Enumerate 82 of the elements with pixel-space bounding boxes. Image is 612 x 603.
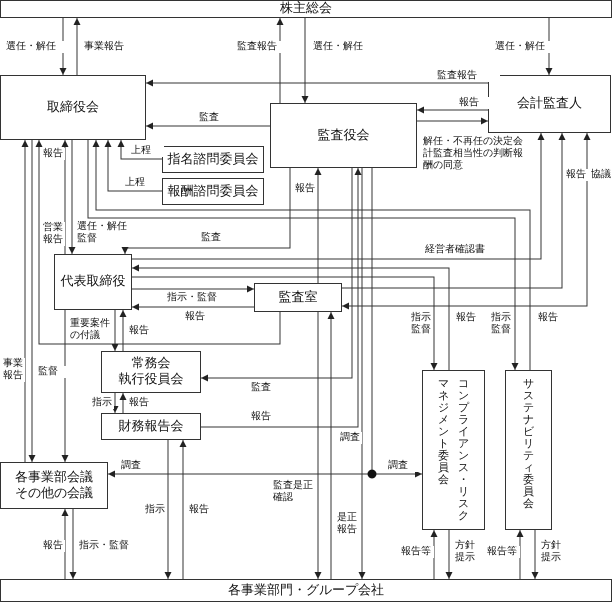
arrow xyxy=(36,140,280,344)
edge-label: 重要案件の付議 xyxy=(69,318,113,342)
arrow xyxy=(62,140,68,254)
edge-label: 報告 xyxy=(455,312,478,324)
edge-label: 報告等 xyxy=(400,546,434,558)
process-box: 各事業部会議 その他の会議 xyxy=(0,462,108,509)
arrow xyxy=(276,18,284,104)
edge-label: 選任・解任監督 xyxy=(76,221,130,245)
edge-label: 営業報告 xyxy=(42,222,66,246)
arrow xyxy=(104,140,162,192)
arrow xyxy=(314,312,322,580)
arrow xyxy=(132,132,544,260)
arrow xyxy=(118,140,162,160)
arrow xyxy=(74,18,80,76)
edge-label: 指示監督 xyxy=(490,312,514,336)
arrow xyxy=(122,168,290,254)
arrow xyxy=(516,530,524,580)
process-box: 監査室 xyxy=(254,283,342,312)
edge-label: 報告 xyxy=(128,397,152,409)
process-box: 財務報告会 xyxy=(101,413,201,440)
arrow xyxy=(68,140,76,254)
arrow xyxy=(62,310,68,462)
edge-label: 報告等 xyxy=(486,546,520,558)
arrow xyxy=(146,122,270,130)
arrow xyxy=(120,392,126,414)
arrow xyxy=(416,118,488,124)
edge-label: 報告 xyxy=(565,169,588,181)
edge-label: 方針提示 xyxy=(540,540,564,564)
edge-label: 監査是正確認 xyxy=(272,480,316,504)
edge-label: 事業報告 xyxy=(2,358,26,382)
arrow xyxy=(302,18,308,104)
arrow xyxy=(358,168,366,580)
arrow xyxy=(416,106,488,114)
process-box: 監査役会 xyxy=(270,103,417,168)
edge-label: 報告 xyxy=(42,148,66,160)
edge-label: 協議 xyxy=(590,169,612,181)
edge-label: 報告 xyxy=(294,183,318,195)
arrow xyxy=(132,286,254,292)
arrow xyxy=(120,310,126,352)
arrow xyxy=(28,140,36,462)
arrow xyxy=(62,508,68,580)
edge-label: 報告 xyxy=(458,97,492,109)
process-box: 指名諮問委員会 xyxy=(162,146,264,173)
edge-label: 上程 xyxy=(130,145,164,157)
arrow xyxy=(164,440,172,580)
process-box: コンプライアンス・リスクマネジメント委員会 xyxy=(422,370,485,530)
arrow xyxy=(446,530,452,580)
arrow xyxy=(200,168,362,428)
arrow xyxy=(146,80,488,86)
arrow xyxy=(328,312,334,580)
edge-label: 報告 xyxy=(188,504,212,516)
edge-label: 報告 xyxy=(537,312,560,324)
edge-label: 指示監督 xyxy=(410,312,434,336)
edge-label: 方針提示 xyxy=(454,540,478,564)
arrow xyxy=(342,132,590,310)
process-box: 株主総会 xyxy=(0,0,612,18)
arrow xyxy=(112,392,118,414)
arrow xyxy=(532,530,538,580)
process-box: 常務会 執行役員会 xyxy=(101,351,201,393)
edge-label: 監査報告 xyxy=(436,70,500,82)
arrow xyxy=(22,140,28,462)
edge-label: 是正報告 xyxy=(336,512,360,536)
arrow xyxy=(342,132,566,288)
edge-label: 調査 xyxy=(339,432,362,444)
arrow xyxy=(132,304,254,310)
arrow xyxy=(200,168,352,382)
edge-label: 指示 xyxy=(144,504,168,516)
arrow xyxy=(70,508,76,580)
edge-label: 報告 xyxy=(128,325,152,337)
edge-label: 調査 xyxy=(387,460,421,472)
process-box: 各事業部門・グループ会社 xyxy=(0,579,612,602)
process-box: 取締役会 xyxy=(0,75,146,140)
edge-label: 指示 xyxy=(91,397,114,409)
process-box: サステナビリティ委員会 xyxy=(505,370,552,530)
arrow xyxy=(180,440,186,580)
arrow xyxy=(430,530,438,580)
process-box: 代表取締役 xyxy=(54,254,132,310)
arrow xyxy=(112,310,118,352)
process-box: 会計監査人 xyxy=(488,75,611,133)
edge-label: 報告 xyxy=(42,540,66,552)
arrow xyxy=(314,168,322,284)
process-box: 報酬諮問委員会 xyxy=(162,178,264,205)
